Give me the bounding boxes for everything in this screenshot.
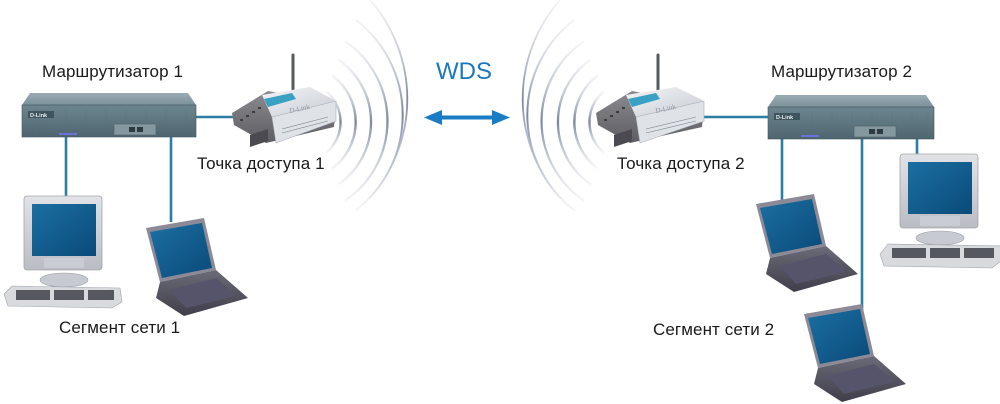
- ap-top: [626, 87, 704, 117]
- access-point-1-device[interactable]: D-Link: [232, 53, 337, 147]
- wave-arc: [573, 74, 599, 170]
- router-top: [768, 95, 934, 107]
- ethernet-port: [137, 127, 143, 132]
- access-point-2-device[interactable]: D-Link: [596, 53, 705, 147]
- wave-arc: [526, 19, 575, 211]
- desktop-computer-1[interactable]: [3, 195, 123, 309]
- wireless-waves-ap1: [325, 0, 409, 211]
- router-front: [768, 107, 934, 139]
- arrow-shaft: [437, 115, 497, 120]
- segment-1-label: Сегмент сети 1: [59, 318, 181, 337]
- monitor-screen: [32, 204, 96, 256]
- wave-arc: [588, 90, 605, 154]
- laptop-keyboard: [828, 364, 894, 394]
- wave-arc: [556, 58, 592, 186]
- laptop-screen: [760, 199, 822, 254]
- dlink-logo: [774, 113, 800, 120]
- ethernet-port: [869, 129, 875, 134]
- monitor-stand: [39, 272, 89, 288]
- wave-arc: [355, 19, 404, 211]
- router-1-device[interactable]: D-Link: [21, 93, 197, 138]
- status-led-strip: [801, 135, 819, 137]
- monitor-chin: [920, 216, 960, 226]
- svg-text:D-Link: D-Link: [30, 113, 48, 119]
- svg-text:D-Link: D-Link: [776, 115, 794, 121]
- wave-arc: [325, 90, 342, 154]
- router-top: [22, 93, 196, 105]
- wave-arc: [344, 40, 389, 202]
- ethernet-port: [129, 127, 135, 132]
- dlink-logo: [28, 111, 54, 118]
- router-1-label: Маршрутизатор 1: [42, 62, 184, 81]
- monitor-chin: [44, 258, 84, 268]
- laptop-computer-1[interactable]: [146, 218, 248, 316]
- wave-arc: [369, 0, 409, 199]
- status-led-strip: [59, 133, 77, 135]
- wave-arc: [337, 58, 373, 186]
- laptop-screen: [150, 223, 212, 278]
- router-2-device[interactable]: D-Link: [767, 95, 935, 140]
- router-front: [22, 105, 196, 137]
- ap-label-strip: [264, 93, 296, 107]
- wave-arc: [540, 40, 585, 202]
- wave-arc: [331, 74, 357, 170]
- dlink-badge: [250, 129, 268, 147]
- access-point-2-label: Точка доступа 2: [617, 154, 745, 173]
- laptop-keyboard: [170, 278, 236, 308]
- ethernet-port: [877, 129, 883, 134]
- ap-front: [271, 100, 337, 144]
- segment-2-label: Сегмент сети 2: [653, 320, 775, 339]
- wave-arc: [521, 0, 561, 199]
- wds-link-arrow-icon: [424, 110, 510, 125]
- dlink-badge: [614, 129, 632, 147]
- laptop-computer-2a[interactable]: [756, 194, 858, 292]
- wireless-waves-ap2: [521, 0, 605, 211]
- monitor-screen: [908, 162, 972, 214]
- ap-top: [262, 87, 336, 117]
- access-point-1-label: Точка доступа 1: [197, 154, 325, 173]
- desktop-computer-2[interactable]: [879, 153, 1000, 269]
- monitor-stand: [915, 230, 965, 246]
- wds-label: WDS: [436, 58, 492, 85]
- ap-front: [635, 100, 705, 144]
- ap-label-strip: [628, 93, 660, 107]
- laptop-computer-2b[interactable]: [804, 304, 906, 402]
- laptop-screen: [808, 309, 870, 364]
- laptop-keyboard: [780, 254, 846, 284]
- arrow-head-left: [424, 110, 442, 125]
- router-2-label: Маршрутизатор 2: [771, 62, 913, 81]
- arrow-head-right: [492, 110, 510, 125]
